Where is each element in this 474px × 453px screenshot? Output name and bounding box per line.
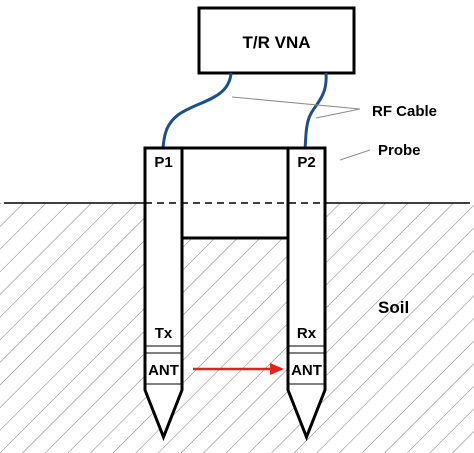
rx-antenna-label: ANT <box>291 362 322 379</box>
rf-cable-leader-left <box>231 96 361 110</box>
rf-cable-right <box>303 72 328 149</box>
probe-leader <box>339 149 371 161</box>
rf-cable-left <box>161 72 233 149</box>
port-p1-label: P1 <box>154 154 172 171</box>
vna-label: T/R VNA <box>243 33 311 52</box>
probe-left-leg <box>143 146 184 442</box>
rf-cable-leader-right <box>315 108 361 119</box>
tx-label: Tx <box>155 325 173 342</box>
probe-right-leg <box>286 146 327 442</box>
vna-box <box>197 6 356 75</box>
probe-crossbar-white <box>182 148 288 238</box>
soil-region <box>0 203 474 453</box>
tx-antenna-label: ANT <box>148 362 179 379</box>
port-p2-label: P2 <box>297 154 315 171</box>
rf-cable-label: RF Cable <box>372 103 437 120</box>
rx-label: Rx <box>297 325 317 342</box>
signal-arrow-head <box>270 363 284 375</box>
soil-label: Soil <box>378 298 409 317</box>
probe-label: Probe <box>378 142 421 159</box>
